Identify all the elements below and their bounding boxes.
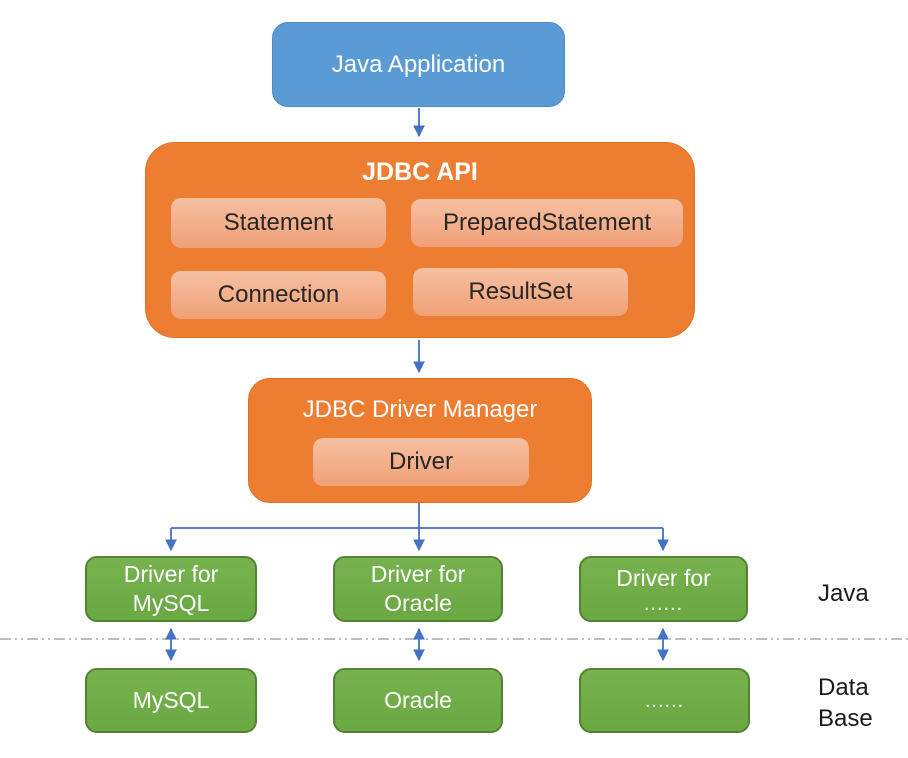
database-layer-label: Data Base: [818, 674, 873, 732]
branch-connector: [171, 503, 663, 529]
java-application-node: Java Application: [272, 22, 565, 107]
driver-for-mysql-line1: Driver for: [123, 561, 219, 587]
driver-for-oracle-node: Driver for Oracle: [333, 556, 503, 622]
statement-node: Statement: [171, 198, 386, 248]
mysql-db-label: MySQL: [132, 687, 210, 713]
driver-for-other-line1: Driver for: [616, 564, 711, 591]
java-layer-label: Java: [818, 580, 869, 607]
driver-manager-container: JDBC Driver Manager Driver: [248, 378, 592, 503]
jdbc-api-title: JDBC API: [362, 158, 478, 186]
other-db-label: ......: [644, 689, 685, 712]
other-db-node: ......: [579, 668, 750, 733]
driver-for-other-node: Driver for ......: [579, 556, 748, 622]
jdbc-api-container: JDBC API Statement PreparedStatement Con…: [145, 142, 695, 338]
driver-for-oracle-line2: Oracle: [384, 590, 452, 616]
driver-manager-title: JDBC Driver Manager: [302, 396, 538, 423]
driver-for-oracle-line1: Driver for: [370, 561, 466, 587]
oracle-db-node: Oracle: [333, 668, 503, 733]
driver-for-mysql-node: Driver for MySQL: [85, 556, 257, 622]
mysql-db-node: MySQL: [85, 668, 257, 733]
driver-for-other-line2: ......: [643, 592, 684, 615]
driver-node: Driver: [313, 438, 529, 486]
oracle-db-label: Oracle: [384, 687, 452, 713]
connection-node: Connection: [171, 271, 386, 319]
java-application-label: Java Application: [331, 50, 506, 78]
resultset-node: ResultSet: [413, 268, 628, 316]
prepared-statement-node: PreparedStatement: [411, 199, 683, 247]
driver-for-mysql-line2: MySQL: [132, 590, 210, 616]
